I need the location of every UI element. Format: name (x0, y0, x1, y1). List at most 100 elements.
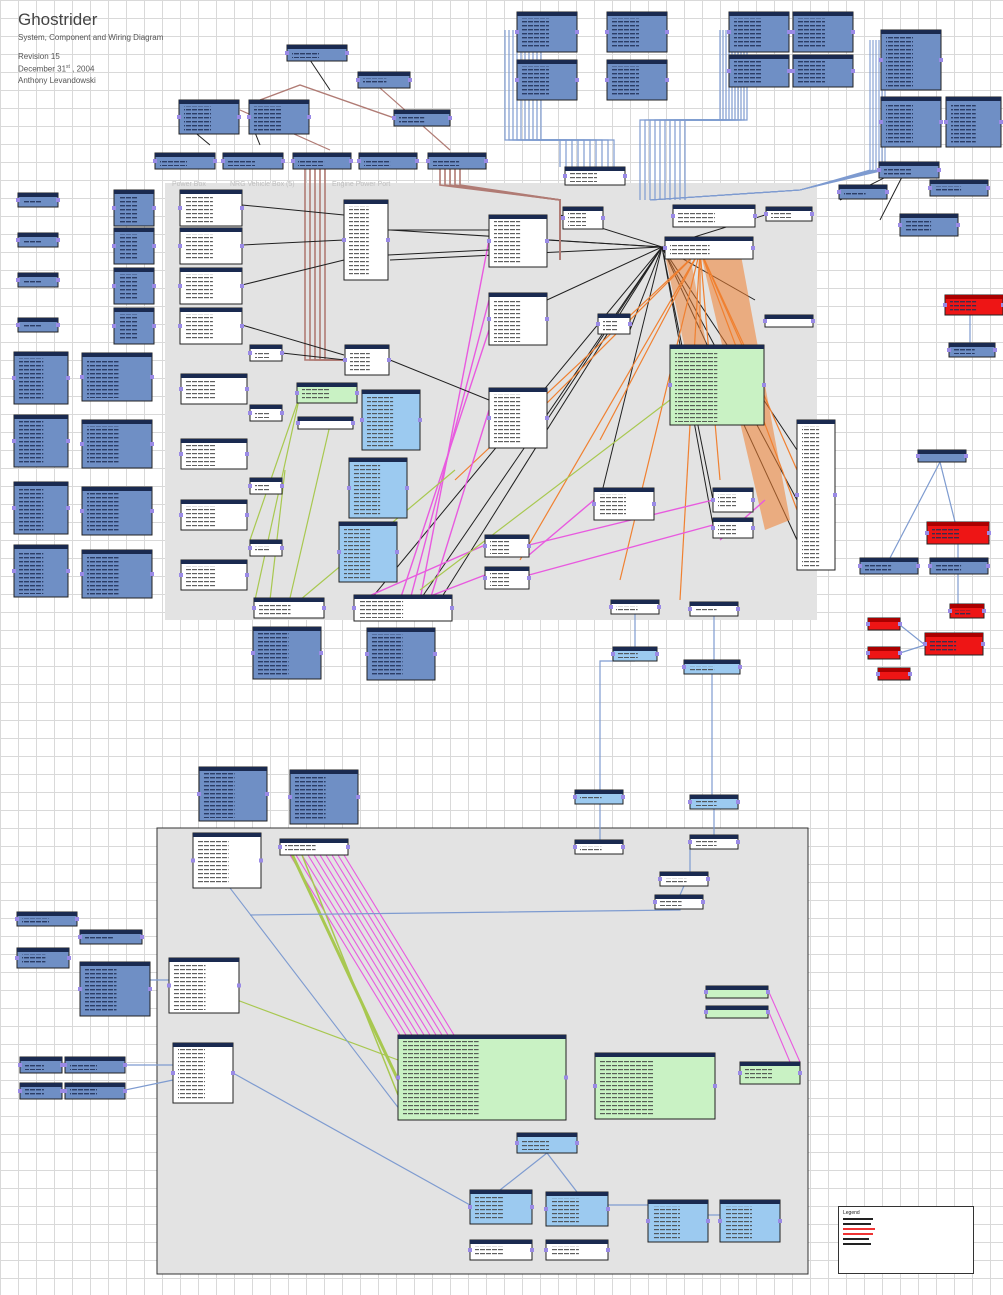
connector-marker (178, 324, 182, 328)
component-header (181, 439, 247, 443)
component-pins (174, 964, 206, 1010)
connector-marker (987, 531, 991, 535)
component-header (18, 318, 58, 322)
component-pins (254, 106, 281, 131)
connector-marker (78, 987, 82, 991)
component-block (668, 344, 766, 426)
component-block (178, 267, 244, 305)
component-header (485, 567, 529, 571)
wire (519, 249, 701, 561)
component-block (15, 911, 79, 927)
component-block (688, 601, 740, 617)
component-block (80, 352, 154, 402)
connector-marker (885, 190, 889, 194)
component-pins (198, 839, 229, 885)
connector-marker (898, 651, 902, 655)
connector-marker (60, 1063, 64, 1067)
connector-marker (515, 1141, 519, 1145)
wire (546, 1152, 578, 1193)
component-block (80, 549, 154, 599)
wire (899, 624, 926, 646)
connector-marker (682, 665, 686, 669)
component-pins (349, 206, 369, 277)
component-header (489, 388, 547, 392)
component-block (15, 947, 71, 969)
connector-marker (123, 1063, 127, 1067)
connector-marker (237, 115, 241, 119)
component-block (347, 457, 409, 519)
connector-marker (248, 351, 252, 355)
wire (767, 1009, 791, 1063)
component-header (607, 12, 667, 16)
component-header (925, 633, 983, 637)
component-block (879, 96, 943, 148)
component-block (252, 597, 326, 619)
connector-marker (66, 506, 70, 510)
connector-marker (545, 416, 549, 420)
wire (288, 849, 400, 1081)
component-pins (25, 1089, 44, 1096)
connector-marker (15, 956, 19, 960)
wire (259, 84, 401, 121)
component-block (63, 1082, 127, 1100)
component-block (653, 894, 705, 910)
component-block (16, 192, 60, 208)
connector-marker (152, 244, 156, 248)
component-pins (802, 426, 820, 567)
component-pins (695, 841, 717, 846)
component-block (925, 521, 991, 545)
component-header (250, 405, 282, 409)
connector-marker (392, 116, 396, 120)
connector-marker (564, 1075, 568, 1080)
component-block (704, 985, 770, 999)
component-header (878, 668, 910, 672)
component-header (114, 190, 154, 194)
component-block (356, 71, 412, 89)
component-block (573, 839, 625, 855)
connector-marker (360, 418, 364, 422)
component-pins (570, 173, 597, 182)
connector-marker (751, 246, 755, 250)
connector-marker (766, 1010, 770, 1014)
component-block (221, 152, 285, 170)
component-pins (255, 351, 270, 358)
component-pins (119, 234, 137, 261)
date-year: , 2004 (72, 64, 95, 74)
component-block (605, 59, 669, 101)
component-header (367, 628, 435, 632)
connector-marker (251, 651, 255, 655)
diagram-title: Ghostrider (18, 10, 98, 29)
component-block (178, 189, 244, 227)
wire (289, 424, 331, 599)
component-pins (475, 1196, 503, 1221)
wire (124, 1079, 174, 1091)
component-header (690, 835, 738, 839)
component-pins (580, 846, 602, 851)
connector-marker (704, 990, 708, 994)
connector-marker (711, 526, 715, 530)
date-text: December 31 (18, 64, 67, 74)
connector-marker (751, 526, 755, 530)
wire (599, 660, 635, 790)
component-header (181, 500, 247, 504)
component-pins (718, 524, 736, 535)
component-header (489, 215, 547, 219)
connector-marker (937, 168, 941, 172)
component-block (248, 477, 284, 495)
connector-marker (418, 418, 422, 422)
connector-marker (877, 168, 881, 172)
component-header (180, 268, 242, 272)
component-block (487, 214, 549, 268)
wire (389, 359, 490, 401)
component-block (609, 599, 661, 615)
connector-marker (468, 1205, 472, 1209)
component-header (14, 415, 68, 419)
component-header (65, 1083, 125, 1087)
component-pins (433, 159, 460, 166)
connector-marker (704, 1010, 708, 1014)
component-block (877, 161, 941, 179)
connector-marker (66, 376, 70, 380)
connector-marker (281, 159, 285, 163)
component-pins (19, 358, 44, 401)
component-pins (255, 484, 270, 491)
